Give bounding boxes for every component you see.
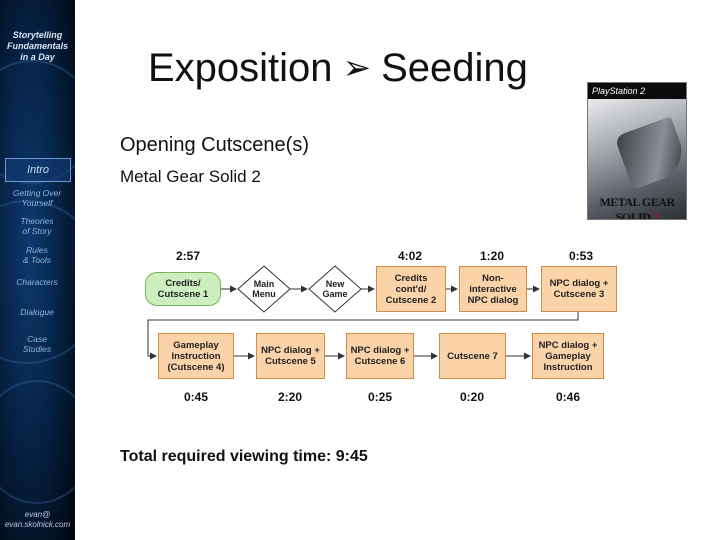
- course-title: Storytelling Fundamentals in a Day: [6, 30, 68, 62]
- time-npc-dialog-gameplay-instruction: 0:46: [555, 390, 581, 404]
- title-right: Seeding: [381, 46, 528, 90]
- time-credits-contd-cutscene-2: 4:02: [397, 249, 423, 263]
- sidebar-item-case-studies[interactable]: Case Studies: [22, 334, 52, 354]
- game-box-art: PlayStation 2 METAL GEAR SOLID 2: [587, 82, 687, 220]
- node-npc-dialog-cutscene-3: NPC dialog + Cutscene 3: [541, 266, 617, 312]
- node-credits-contd-cutscene-2: Credits cont'd/ Cutscene 2: [376, 266, 446, 312]
- node-credits-cutscene-1: Credits/ Cutscene 1: [145, 272, 221, 306]
- total-viewing-time: Total required viewing time: 9:45: [120, 448, 368, 465]
- arrow-bullet-icon: ➢: [342, 49, 372, 87]
- box-art-logo-main: METAL GEAR SOLID: [599, 195, 675, 220]
- sidebar-item-getting-over-yourself[interactable]: Getting Over Yourself: [12, 188, 62, 208]
- sidebar-item-intro[interactable]: Intro: [5, 158, 71, 182]
- sidebar-swirl-decoration: [0, 60, 75, 184]
- node-non-interactive-npc-dialog: Non- interactive NPC dialog: [459, 266, 527, 312]
- node-gameplay-instruction-cutscene-4: Gameplay Instruction (Cutscene 4): [158, 333, 234, 379]
- sidebar-item-dialogue[interactable]: Dialogue: [20, 307, 54, 317]
- box-art-illustration: METAL GEAR SOLID 2: [588, 99, 686, 219]
- title-left: Exposition: [148, 46, 333, 90]
- node-main-menu-label: Main Menu: [252, 279, 276, 299]
- time-non-interactive-npc-dialog: 1:20: [479, 249, 505, 263]
- node-npc-dialog-cutscene-6: NPC dialog + Cutscene 6: [346, 333, 414, 379]
- time-cutscene-7: 0:20: [459, 390, 485, 404]
- sidebar-item-rules-tools[interactable]: Rules & Tools: [22, 245, 52, 265]
- time-gameplay-instruction-cutscene-4: 0:45: [183, 390, 209, 404]
- decision-diamond-new-game: [308, 265, 362, 313]
- platform-label: PlayStation 2: [588, 83, 686, 99]
- time-credits-cutscene-1: 2:57: [175, 249, 201, 263]
- node-cutscene-7: Cutscene 7: [439, 333, 506, 379]
- sidebar-item-characters[interactable]: Characters: [16, 277, 58, 287]
- node-npc-dialog-gameplay-instruction: NPC dialog + Gameplay Instruction: [532, 333, 604, 379]
- time-npc-dialog-cutscene-3: 0:53: [568, 249, 594, 263]
- sidebar-swirl-decoration: [0, 380, 75, 504]
- sidebar-item-theories-of-story[interactable]: Theories of Story: [20, 216, 54, 236]
- slide-subtitle: Opening Cutscene(s): [120, 134, 309, 156]
- node-new-game-label: New Game: [322, 279, 348, 299]
- game-name: Metal Gear Solid 2: [120, 167, 261, 186]
- node-npc-dialog-cutscene-5: NPC dialog + Cutscene 5: [256, 333, 325, 379]
- decision-diamond-main-menu: [237, 265, 291, 313]
- sidebar-swirl-decoration: [0, 200, 75, 364]
- sidebar: Storytelling Fundamentals in a Day Intro…: [0, 0, 75, 540]
- box-art-logo: METAL GEAR SOLID 2: [588, 195, 686, 220]
- box-art-logo-number: 2: [652, 210, 659, 220]
- time-npc-dialog-cutscene-6: 0:25: [367, 390, 393, 404]
- slide-title: Exposition➢Seeding: [148, 46, 528, 91]
- time-npc-dialog-cutscene-5: 2:20: [277, 390, 303, 404]
- author-email[interactable]: evan@ evan.skolnick.com: [4, 510, 71, 529]
